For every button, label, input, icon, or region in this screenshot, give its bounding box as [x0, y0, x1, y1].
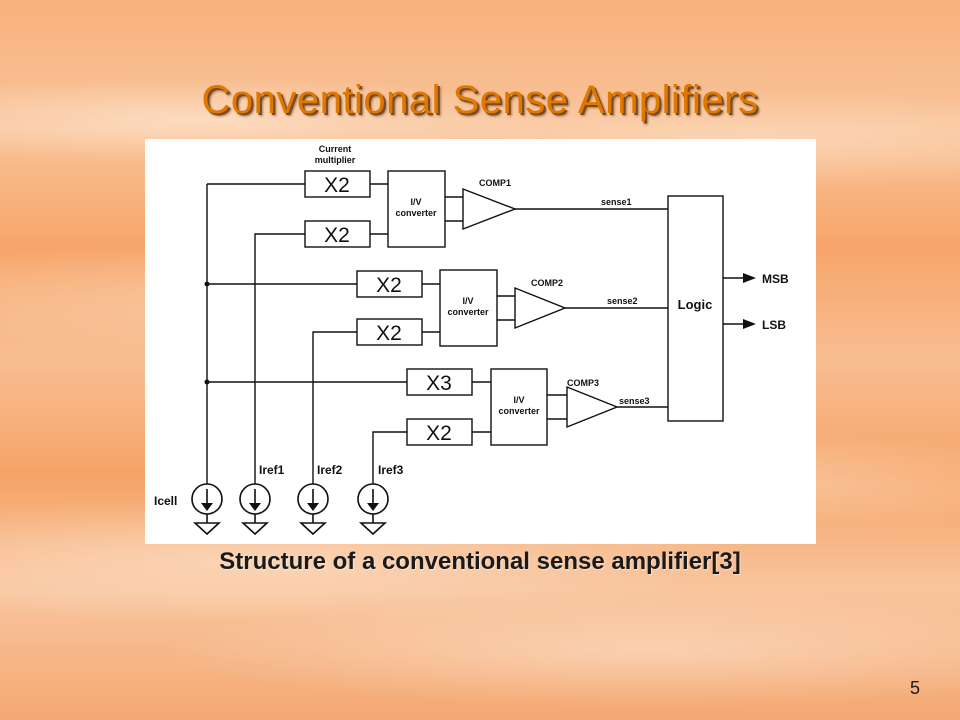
multiplier-1-label: X2	[324, 174, 350, 197]
iref2-wire	[312, 331, 357, 484]
iref2-label: Iref2	[317, 463, 343, 477]
multiplier-2-label: X2	[324, 224, 350, 247]
multiplier-header-line1: Current	[319, 144, 352, 154]
figure-caption: Structure of a conventional sense amplif…	[219, 548, 741, 575]
sense-amplifier-diagram: Current multiplier X2 X2 X2 X2 X3 X2 I/V…	[145, 139, 816, 544]
lsb-arrow-icon	[743, 319, 756, 329]
sense2-label: sense2	[607, 296, 638, 306]
multiplier-6-label: X2	[426, 422, 452, 445]
comp3-label: COMP3	[567, 378, 599, 388]
iref1-wire	[254, 233, 305, 484]
sense1-label: sense1	[601, 197, 632, 207]
converter-1-line1: I/V	[410, 197, 421, 207]
msb-label: MSB	[762, 272, 789, 286]
iv-converter-3	[490, 368, 548, 446]
converter-2-line2: converter	[447, 307, 489, 317]
junction-dot	[204, 379, 210, 385]
converter-1-line2: converter	[395, 208, 437, 218]
comp2-label: COMP2	[531, 278, 563, 288]
iref3-label: Iref3	[378, 463, 404, 477]
iref3-current-source-icon	[357, 483, 389, 536]
iref1-current-source-icon	[239, 483, 271, 536]
junction-dot	[204, 281, 210, 287]
converter-2-line1: I/V	[462, 296, 473, 306]
comparator-1	[462, 187, 517, 231]
multiplier-5-label: X3	[426, 372, 452, 395]
page-number: 5	[909, 678, 920, 698]
slide-title: Conventional Sense Amplifiers	[201, 78, 759, 122]
diagram-svg: Current multiplier X2 X2 X2 X2 X3 X2 I/V…	[154, 144, 789, 536]
comparator-2	[514, 286, 567, 330]
sense3-label: sense3	[619, 396, 650, 406]
icell-label: Icell	[154, 494, 177, 508]
multiplier-3-label: X2	[376, 274, 402, 297]
icell-current-source-icon	[191, 483, 223, 536]
iv-converter-2	[439, 269, 498, 347]
iref1-label: Iref1	[259, 463, 285, 477]
iref2-current-source-icon	[297, 483, 329, 536]
logic-label: Logic	[678, 297, 713, 312]
logic-block	[667, 195, 724, 422]
converter-3-line2: converter	[498, 406, 540, 416]
multiplier-4-label: X2	[376, 322, 402, 345]
multiplier-header-line2: multiplier	[315, 155, 356, 165]
comp1-label: COMP1	[479, 178, 511, 188]
msb-arrow-icon	[743, 273, 756, 283]
converter-3-line1: I/V	[513, 395, 524, 405]
iref3-wire	[372, 431, 407, 484]
lsb-label: LSB	[762, 318, 786, 332]
comparator-3	[566, 385, 619, 429]
iv-converter-1	[387, 170, 446, 248]
